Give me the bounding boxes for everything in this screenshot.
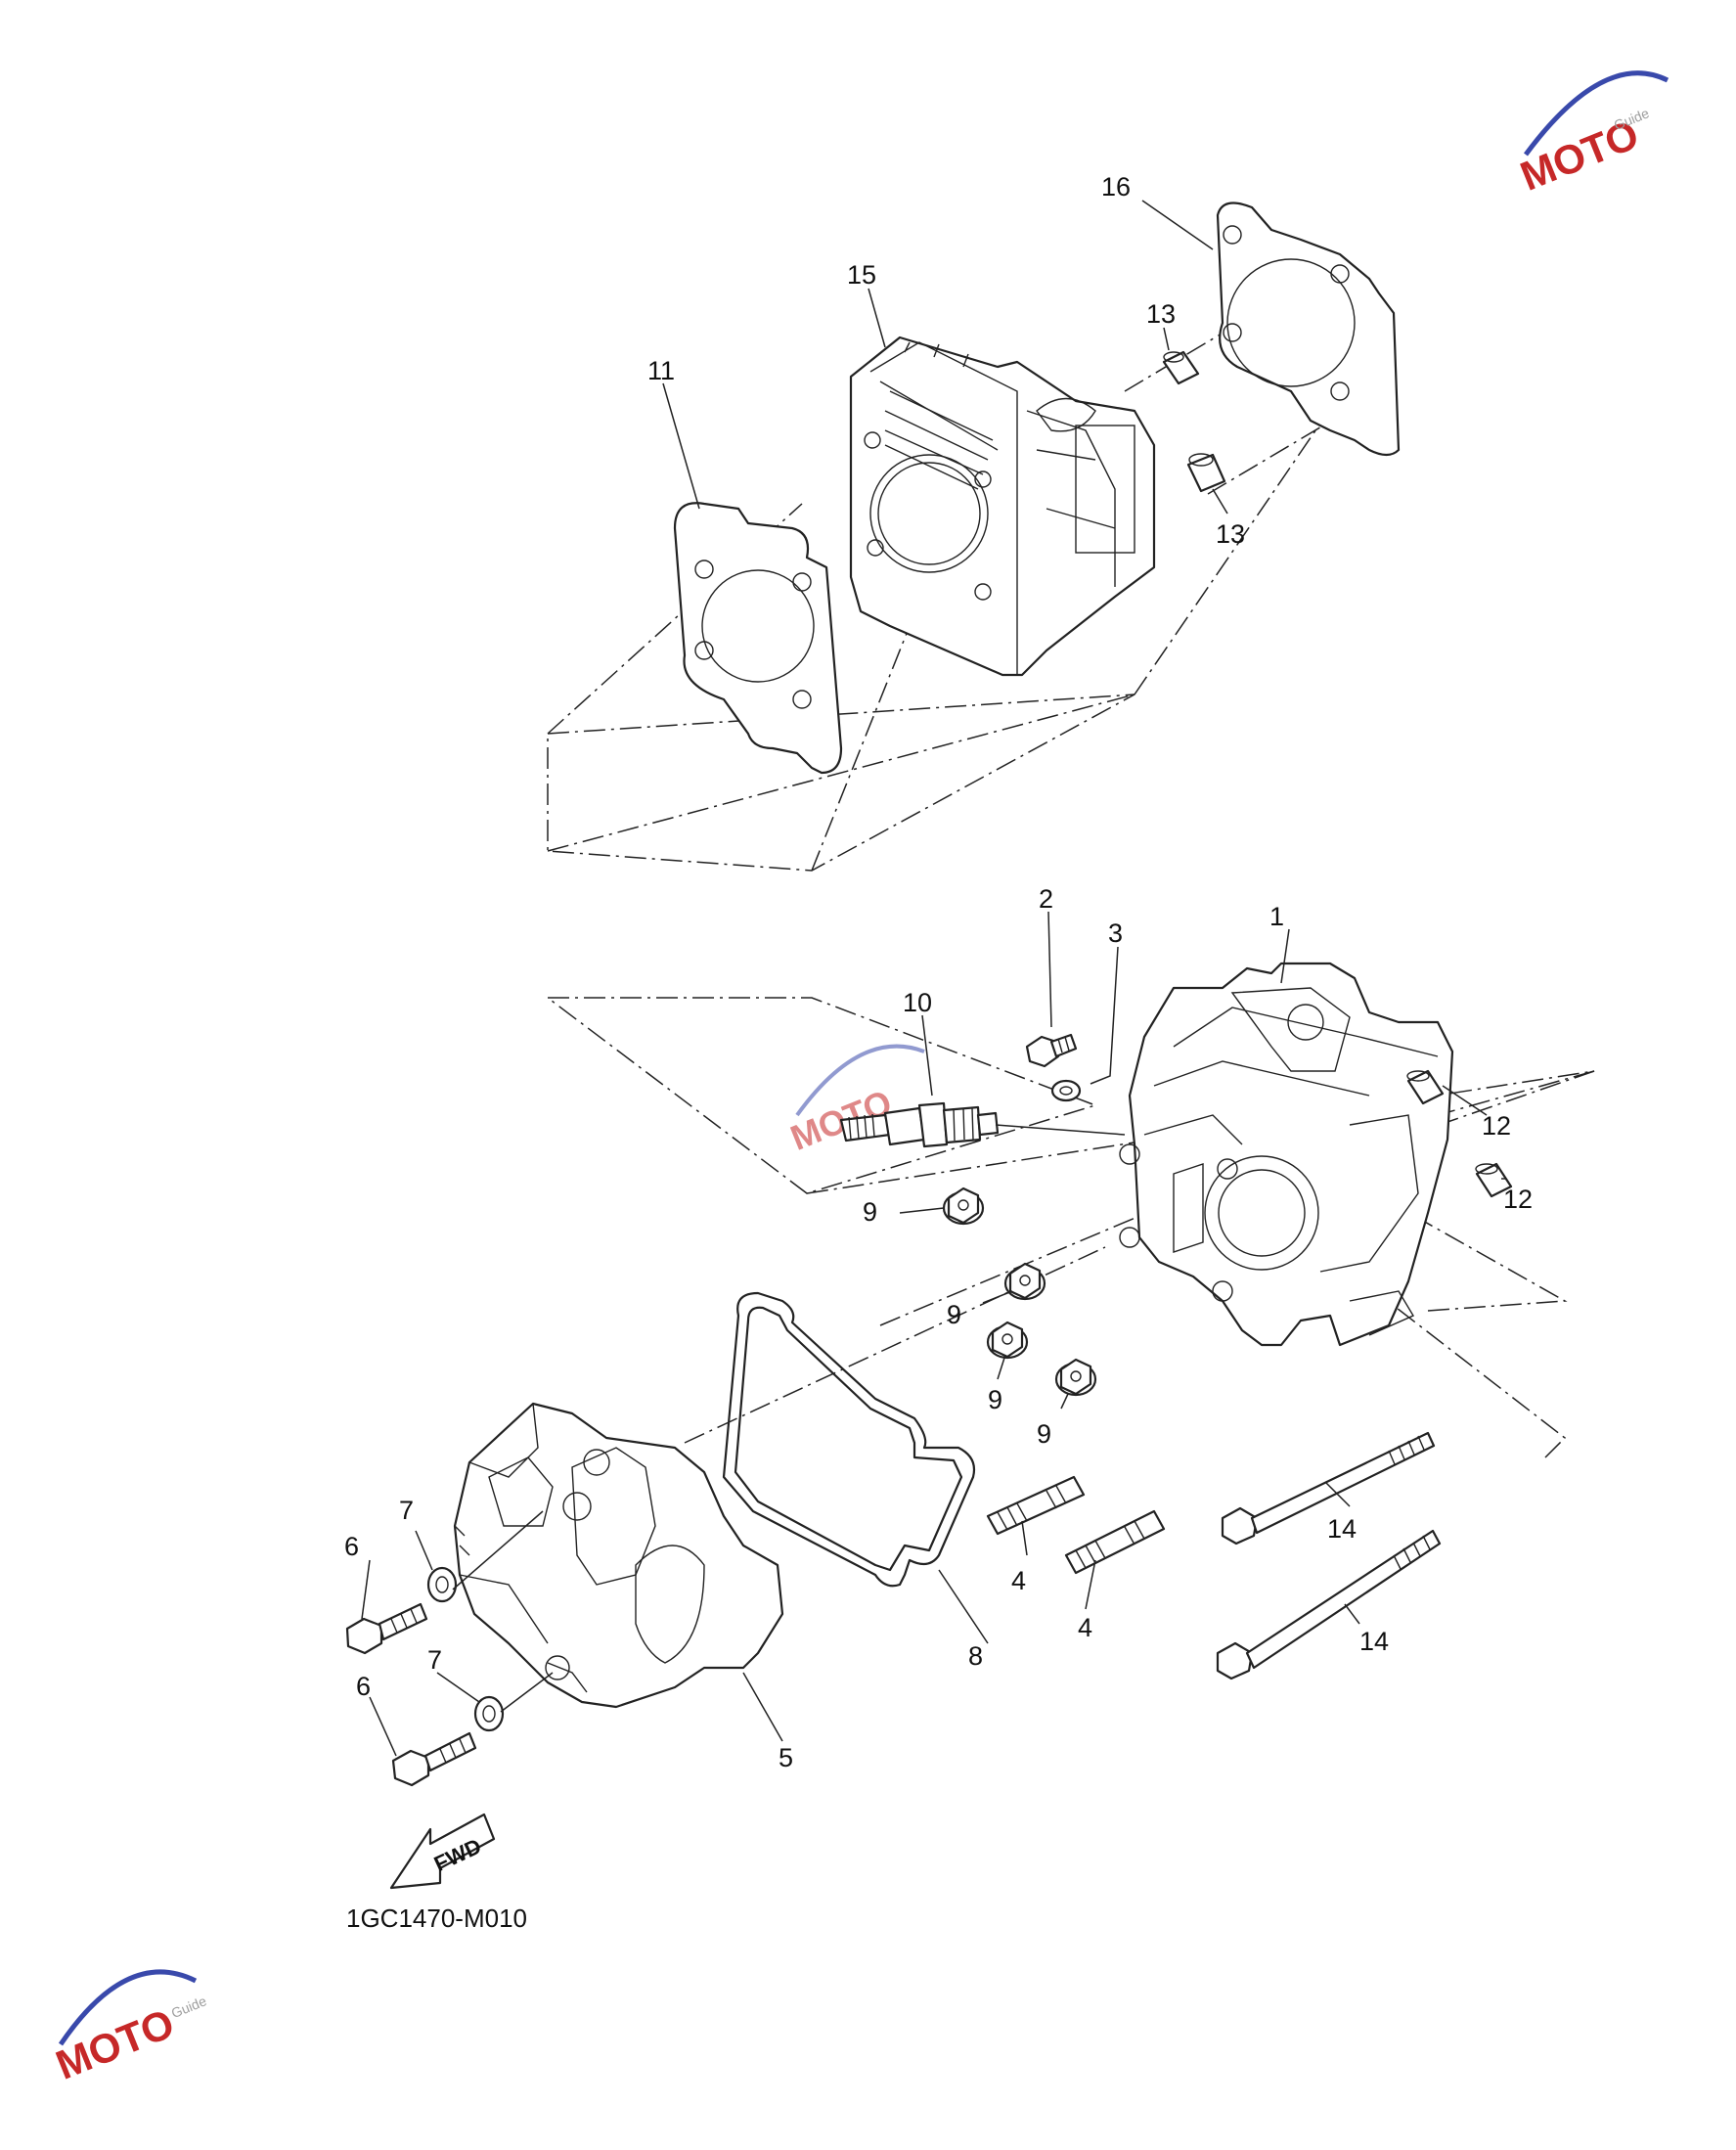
- callout-1: 1: [1269, 902, 1284, 931]
- callout-6-upper: 6: [344, 1532, 359, 1561]
- spark-plug: [839, 1101, 1000, 1148]
- callout-16: 16: [1101, 172, 1131, 202]
- cover-bolt-upper: [345, 1602, 428, 1655]
- leader-lines: [361, 200, 1506, 1757]
- callout-7-lower: 7: [427, 1645, 442, 1675]
- callout-5: 5: [779, 1743, 793, 1772]
- watermark-logo-bottom: MOTO Guide: [50, 1969, 209, 2088]
- long-bolt-1: [1221, 1431, 1436, 1545]
- forward-direction-arrow: FWD: [389, 1813, 496, 1890]
- callout-9-a: 9: [863, 1197, 877, 1227]
- callout-14-b: 14: [1359, 1627, 1389, 1656]
- cylinder-gasket-left: [673, 502, 843, 775]
- flange-nut-3: [986, 1321, 1029, 1360]
- washer-small: [1050, 1079, 1082, 1102]
- callout-14-a: 14: [1327, 1514, 1357, 1544]
- cover-bolt-lower: [391, 1731, 477, 1787]
- dowel-pin-head-upper: [1406, 1069, 1445, 1105]
- callout-labels: 16 15 11 13 13 2 3 1 10 12 12 9 9 9 9 4 …: [344, 172, 1533, 1772]
- callout-13-lower: 13: [1216, 519, 1245, 549]
- cylinder-gasket-right: [1216, 202, 1401, 457]
- callout-9-b: 9: [947, 1300, 961, 1329]
- cylinder-head-cover: [453, 1402, 784, 1709]
- callout-9-c: 9: [988, 1385, 1002, 1414]
- dowel-pin-head-lower: [1475, 1162, 1513, 1198]
- watermark-subtext: Guide: [169, 1993, 209, 2021]
- callout-4-b: 4: [1078, 1613, 1092, 1642]
- dowel-pin-upper: [1162, 350, 1200, 385]
- long-bolt-2: [1216, 1529, 1442, 1680]
- flange-nut-4: [1054, 1358, 1097, 1397]
- callout-6-lower: 6: [356, 1672, 371, 1701]
- callout-12-lower: 12: [1503, 1185, 1533, 1214]
- diagram-code: 1GC1470-M010: [346, 1904, 527, 1933]
- callout-10: 10: [903, 988, 932, 1017]
- seal-washer-lower: [473, 1695, 505, 1732]
- callout-9-d: 9: [1037, 1419, 1051, 1449]
- callout-4-a: 4: [1011, 1566, 1026, 1595]
- callout-7-upper: 7: [399, 1496, 414, 1525]
- callout-11: 11: [647, 356, 675, 385]
- callout-3: 3: [1108, 918, 1123, 948]
- watermark-logo-top: MOTO Guide: [1514, 70, 1669, 200]
- callout-12-upper: 12: [1482, 1111, 1511, 1141]
- stud-bolt-2: [1064, 1509, 1166, 1575]
- seal-washer-upper: [426, 1566, 458, 1603]
- callout-15: 15: [847, 260, 876, 290]
- stud-bolt-1: [986, 1475, 1086, 1536]
- flange-nut-1: [942, 1187, 985, 1226]
- dowel-pin-lower: [1186, 453, 1226, 493]
- callout-13-upper: 13: [1146, 299, 1176, 329]
- bolt-small: [1025, 1033, 1078, 1068]
- cylinder-block: [849, 336, 1156, 677]
- callout-8: 8: [968, 1641, 983, 1671]
- callout-2: 2: [1039, 884, 1053, 914]
- cylinder-head: [1119, 962, 1454, 1347]
- watermark-text: MOTO: [50, 1999, 181, 2087]
- head-cover-gasket: [722, 1291, 976, 1588]
- flange-nut-2: [1003, 1262, 1046, 1301]
